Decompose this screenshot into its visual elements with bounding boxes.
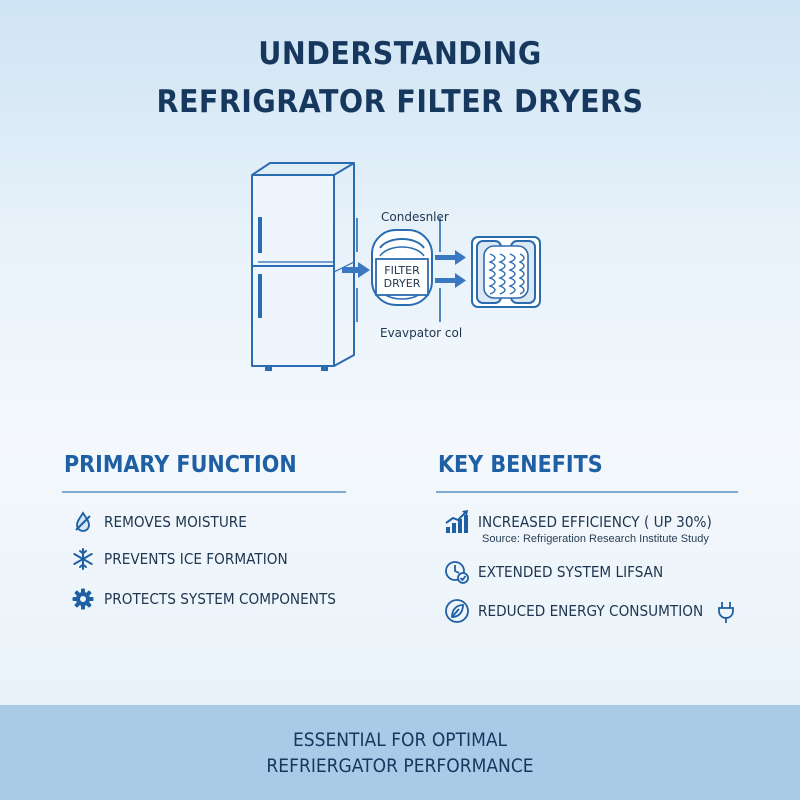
refrigeration-diagram (251, 162, 541, 371)
title-line-1: UNDERSTANDING (258, 36, 542, 72)
footer-line-2: REFRIERGATOR PERFORMANCE (266, 755, 534, 777)
snowflake-icon (70, 546, 96, 572)
benefit-item: INCREASED EFFICIENCY ( UP 30%) (444, 509, 744, 535)
title-line-2: REFRIGRATOR FILTER DRYERS (156, 84, 644, 120)
footer-band (0, 705, 800, 800)
benefit-item: REDUCED ENERGY CONSUMTION (444, 598, 734, 624)
benefit-item-label: INCREASED EFFICIENCY ( UP 30%) (478, 513, 712, 531)
filter-dryer-label: FILTER DRYER (375, 264, 429, 290)
filter-label-line-2: DRYER (383, 277, 421, 290)
plug-icon (716, 600, 736, 629)
leaf-icon (444, 598, 470, 624)
pipes (356, 218, 441, 322)
benefit-item: EXTENDED SYSTEM LIFSAN (444, 559, 688, 585)
bar-chart-up-icon (444, 509, 470, 535)
filter-dryer-icon (371, 229, 433, 306)
efficiency-source-note: Source: Refrigeration Research Institute… (482, 533, 709, 545)
droplet-slash-icon (70, 509, 96, 535)
benefits-heading-divider (436, 491, 738, 493)
key-benefits-heading: KEY BENEFITS (438, 452, 603, 478)
condenser-label: Condesnler (381, 210, 449, 224)
gear-icon (70, 586, 96, 612)
footer-tagline: ESSENTIAL FOR OPTIMAL REFRIERGATOR PERFO… (0, 727, 800, 779)
clock-check-icon (444, 559, 470, 585)
primary-item-label: PREVENTS ICE FORMATION (104, 550, 288, 568)
benefit-item-label: REDUCED ENERGY CONSUMTION (478, 602, 704, 620)
page-title: UNDERSTANDING REFRIGRATOR FILTER DRYERS (0, 30, 800, 126)
condenser-coil-icon (471, 236, 541, 308)
refrigerator-illustration (251, 162, 355, 371)
primary-item: PREVENTS ICE FORMATION (70, 546, 313, 572)
evaporator-label: Evavpator col (380, 326, 463, 340)
primary-item: PROTECTS SYSTEM COMPONENTS (70, 586, 368, 612)
primary-item: REMOVES MOISTURE (70, 509, 266, 535)
flow-arrows-icon (435, 250, 466, 288)
primary-function-heading: PRIMARY FUNCTION (64, 452, 297, 478)
footer-line-1: ESSENTIAL FOR OPTIMAL (292, 729, 508, 751)
benefit-item-label: EXTENDED SYSTEM LIFSAN (478, 563, 664, 581)
primary-item-label: REMOVES MOISTURE (104, 513, 247, 531)
flow-arrow-icon (342, 262, 370, 278)
filter-label-line-1: FILTER (384, 264, 420, 277)
primary-item-label: PROTECTS SYSTEM COMPONENTS (104, 590, 336, 608)
primary-heading-divider (62, 491, 346, 493)
